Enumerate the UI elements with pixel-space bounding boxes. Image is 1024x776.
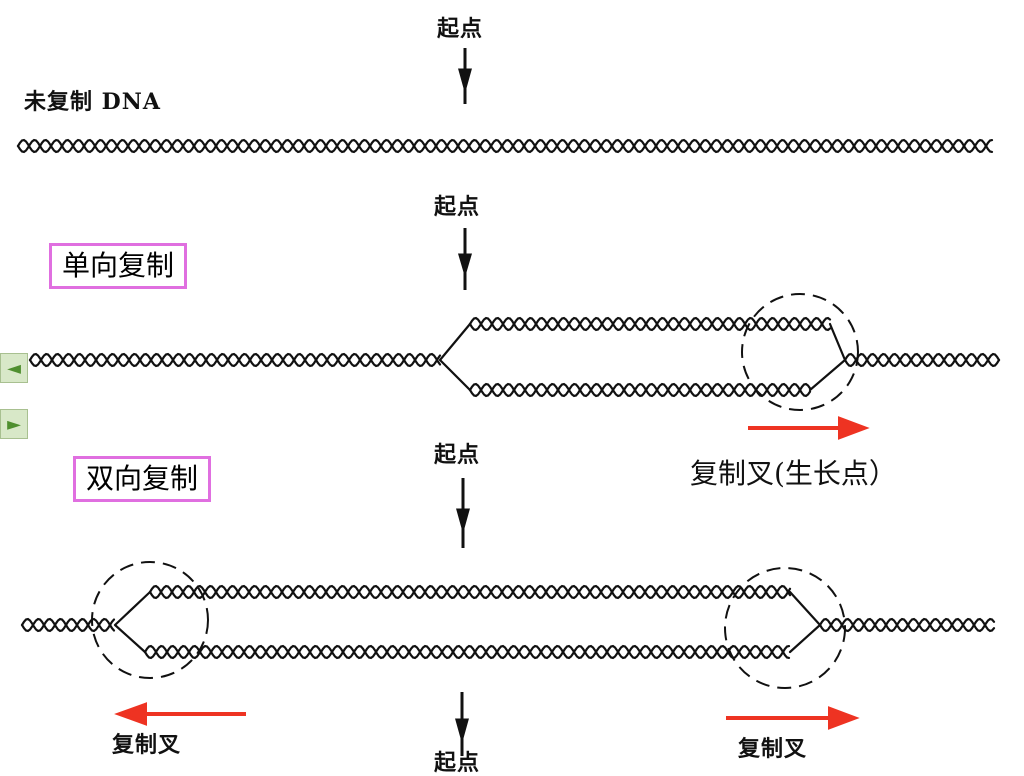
dna-bi-right-b: [818, 617, 996, 633]
bi-fork-right-junction: [788, 590, 822, 654]
fork-label-left: 复制叉: [112, 732, 182, 758]
dna-bubble-top-b: [468, 316, 832, 332]
origin-label-1: 起点: [437, 16, 484, 42]
fork-circle-bidirectional-right: [724, 567, 846, 689]
dna-bi-bottom-b: [143, 644, 791, 660]
fork-left-junction: [438, 322, 472, 392]
dna-bubble-top-a: [468, 316, 832, 332]
dna-strand-unreplicated-a: [16, 138, 994, 154]
dna-strand-unreplicated-b: [16, 138, 994, 154]
fork-growth-point-label: 复制叉(生长点）: [690, 457, 897, 490]
direction-arrow-unidirectional-head: [838, 416, 870, 440]
origin-label-3: 起点: [434, 442, 481, 468]
dna-bi-left-b: [20, 617, 116, 633]
origin-arrowhead-4: [455, 718, 469, 744]
prev-slide-button[interactable]: ◄: [0, 353, 28, 383]
direction-arrow-right-head: [828, 706, 860, 730]
fork-label-right: 复制叉: [738, 736, 808, 762]
fork-right-junction: [808, 322, 847, 392]
dna-parent-left-b: [28, 352, 442, 368]
fork-circle-unidirectional: [741, 293, 859, 411]
origin-label-2: 起点: [434, 194, 481, 220]
bi-fork-left-junction: [113, 590, 152, 654]
dna-bi-top-b: [148, 584, 792, 600]
dna-bi-bottom-a: [143, 644, 791, 660]
bidirectional-label: 双向复制: [73, 456, 212, 502]
dna-bi-right-a: [818, 617, 996, 633]
origin-arrowhead-2: [457, 253, 473, 278]
next-slide-button[interactable]: ►: [0, 409, 28, 439]
fork-circle-bidirectional-left: [91, 561, 209, 679]
direction-arrow-left-head: [114, 702, 147, 726]
dna-bubble-bottom-b: [468, 382, 812, 398]
triangle-right-icon: ►: [7, 413, 21, 435]
unidirectional-label: 单向复制: [49, 243, 188, 289]
dna-bi-top-a: [148, 584, 792, 600]
dna-parent-right-b: [843, 352, 1001, 368]
origin-arrowhead-3: [456, 508, 470, 534]
unreplicated-dna-label: 未复制 DNA: [24, 89, 161, 115]
origin-label-4: 起点: [434, 750, 481, 776]
triangle-left-icon: ◄: [7, 357, 21, 379]
origin-arrowhead-1: [458, 68, 472, 94]
dna-parent-left-a: [28, 352, 442, 368]
